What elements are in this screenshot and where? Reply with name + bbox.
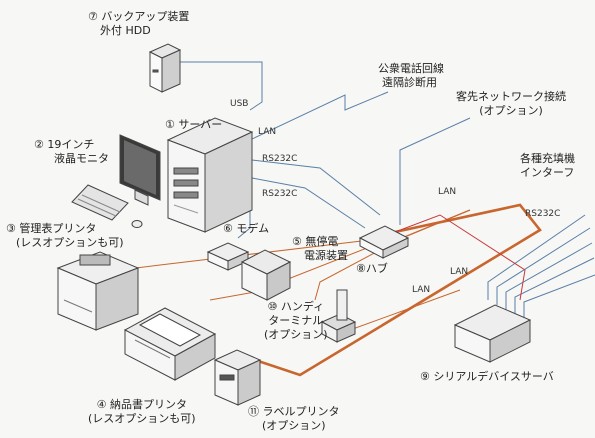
lan-caption-1: LAN xyxy=(258,127,277,137)
lan-caption-3: LAN xyxy=(450,267,469,277)
lan-caption-2: LAN xyxy=(438,187,457,197)
backup-hdd-icon xyxy=(148,43,182,93)
customer-network-label: 客先ネットワーク接続 (オプション) xyxy=(456,90,566,117)
ledger-printer-icon xyxy=(56,251,140,331)
delivery-printer-icon xyxy=(123,307,217,381)
interface-cable-3 xyxy=(505,242,593,310)
mouse-icon xyxy=(131,220,143,228)
rs232c-cable-1 xyxy=(251,159,381,216)
modem-icon xyxy=(206,242,250,271)
lan-cable-serial xyxy=(394,214,526,301)
devices xyxy=(56,43,532,406)
server-tower-icon xyxy=(166,117,254,233)
handy-terminal-label: ⑩ ハンディ ターミナル (オプション) xyxy=(264,300,328,341)
usb-cable xyxy=(180,61,263,111)
ups-icon xyxy=(240,249,292,301)
label-printer-label: ⑪ ラベルプリンタ (オプション) xyxy=(248,405,340,432)
lcd-monitor-icon xyxy=(119,134,161,206)
customer-network-cable xyxy=(399,117,471,225)
label-printer-icon xyxy=(213,349,262,406)
interface-cable-2 xyxy=(496,227,591,305)
lan-cable-handy xyxy=(314,249,381,301)
monitor-label: ② 19インチ 液晶モニタ xyxy=(34,138,109,165)
usb-caption: USB xyxy=(230,99,249,109)
lan-caption-4: LAN xyxy=(412,285,431,295)
lan-cable-label xyxy=(239,203,542,377)
delivery-printer-label: ④ 納品書プリンタ (レスオプションも可) xyxy=(88,398,196,425)
ups-label: ⑤ 無停電 電源装置 xyxy=(292,235,348,262)
keyboard-icon xyxy=(71,184,129,221)
rs232c-caption-1: RS232C xyxy=(262,154,298,164)
ledger-printer-label: ③ 管理表プリンタ (レスオプションも可) xyxy=(6,222,124,249)
backup-label: ⑦ バックアップ装置 外付 HDD xyxy=(88,10,190,37)
server-label: ① サーバー xyxy=(165,118,223,131)
hub-icon xyxy=(358,225,410,259)
phone-line-label: 公衆電話回線 遠隔診断用 xyxy=(378,62,444,89)
serial-server-icon xyxy=(453,304,532,363)
hub-label: ⑧ハブ xyxy=(356,262,388,275)
interface-cable-1 xyxy=(487,214,586,300)
interface-cable-4 xyxy=(514,257,595,315)
interface-cable-5 xyxy=(523,274,595,320)
phone-line-cable xyxy=(249,91,389,141)
modem-label: ⑥ モデム xyxy=(223,222,270,235)
interfaces-label: 各種充填機 インターフ xyxy=(520,152,575,179)
rs232c-caption-3: RS232C xyxy=(525,209,561,219)
handy-terminal-icon xyxy=(320,289,357,343)
rs232c-caption-2: RS232C xyxy=(262,189,298,199)
serial-server-label: ⑨ シリアルデバイスサーバ xyxy=(420,370,554,383)
lan-cable-serial-2 xyxy=(349,289,461,331)
rs232c-cable-2 xyxy=(251,177,366,229)
